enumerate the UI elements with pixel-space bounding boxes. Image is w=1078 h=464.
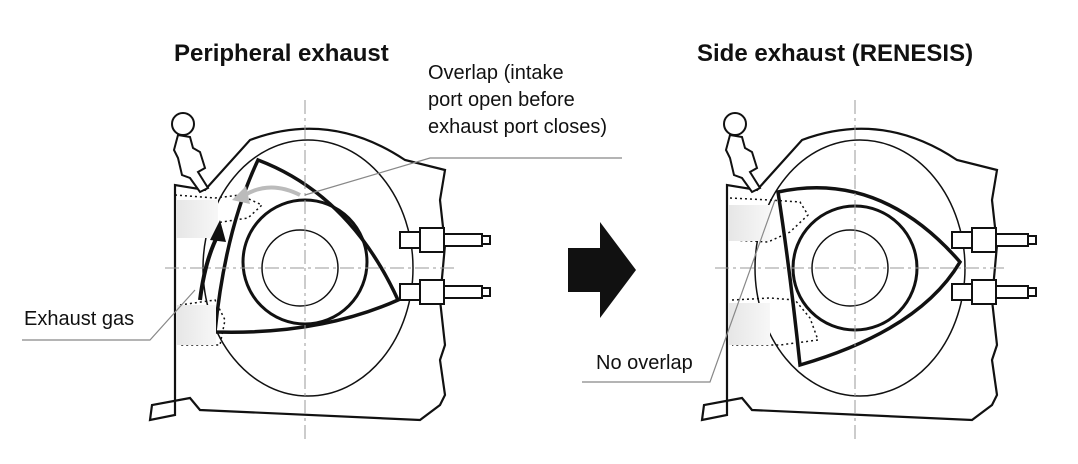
right-leader-lines [582,199,776,383]
right-exhaust-port [731,297,820,346]
left-center-lines [165,100,455,440]
peripheral-exhaust-title: Peripheral exhaust [174,40,389,67]
left-spark-plug-lower [399,279,491,305]
right-eccentric-shaft [811,229,889,307]
left-housing-outline [148,127,447,422]
exhaust-gas-label: Exhaust gas [24,308,135,330]
overlap-arrowhead [232,186,250,204]
overlap-label-line-3: exhaust port closes) [428,116,607,138]
right-exhaust-shade [728,303,770,345]
left-eccentric-shaft [261,229,339,307]
right-spark-plug-upper [951,227,1037,253]
right-intake-shade [728,205,770,241]
right-rotor [776,186,963,368]
left-fuel-injector [171,112,210,194]
overlap-label-line-2: port open before [428,89,575,111]
no-overlap-label: No overlap [596,352,693,374]
exhaust-gas-arrowhead [210,220,226,242]
left-leader-lines [22,157,622,341]
left-spark-plug-upper [399,227,491,253]
overlap-label-line-1: Overlap (intake [428,62,564,84]
overlap-flow-arrow [243,185,301,197]
transition-arrow [568,222,636,318]
right-intake-port [729,197,809,243]
left-intake-port [174,194,264,231]
left-exhaust-shade [176,305,216,345]
left-rotor [213,157,401,334]
right-housing-outline [700,127,999,422]
right-spark-plug-lower [951,279,1037,305]
left-intake-shade [176,200,218,238]
overlap-label: Overlap (intake port open before exhaust… [428,60,607,141]
right-center-lines [715,100,1005,440]
side-exhaust-title: Side exhaust (RENESIS) [697,40,974,67]
right-fuel-injector [723,112,762,194]
